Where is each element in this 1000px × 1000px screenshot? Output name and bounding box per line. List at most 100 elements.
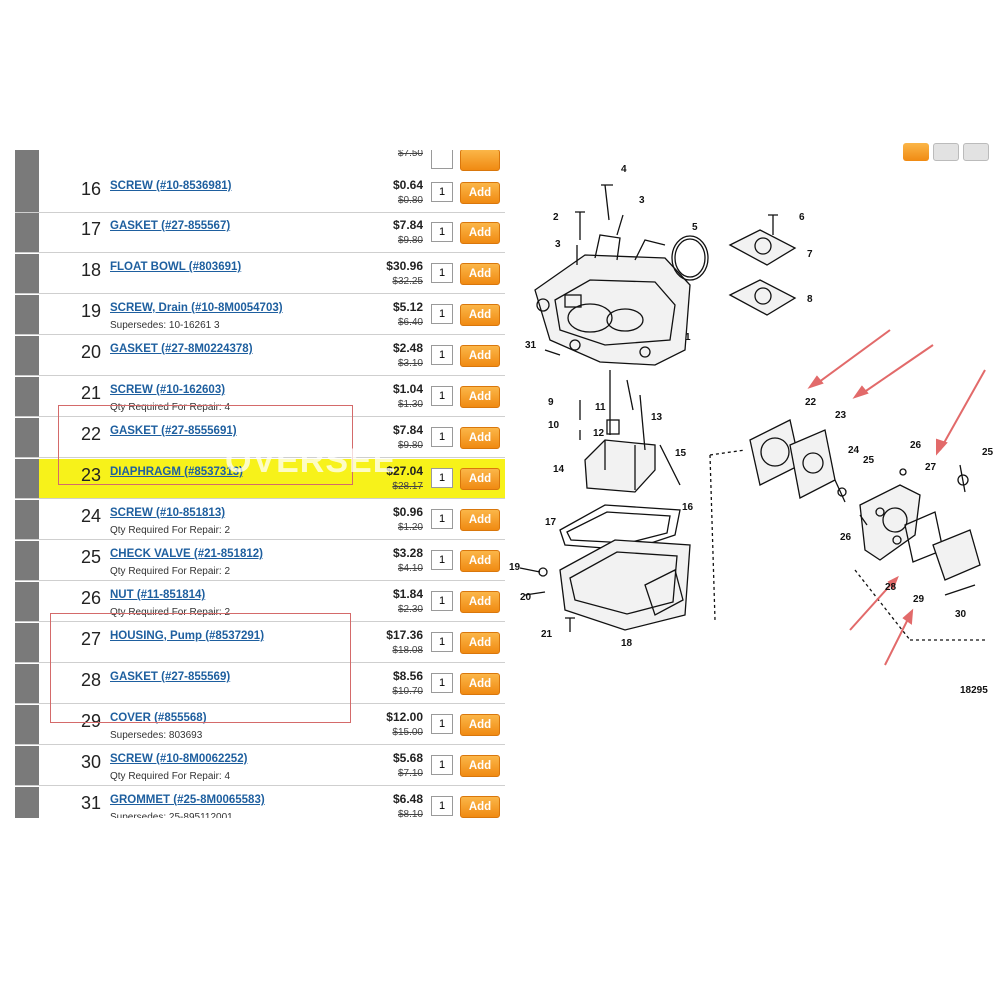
- add-button[interactable]: Add: [460, 796, 500, 818]
- callout-label: 7: [807, 249, 813, 260]
- row-stripe: [15, 336, 39, 375]
- part-link[interactable]: GROMMET (#25-8M0065583): [110, 794, 265, 806]
- add-button[interactable]: Add: [460, 673, 500, 695]
- sale-price: $2.48: [392, 341, 423, 355]
- list-price: $0.80: [397, 195, 423, 206]
- row-stripe: [15, 582, 39, 621]
- add-button[interactable]: Add: [460, 550, 500, 572]
- sale-price: $8.56: [392, 669, 423, 683]
- callout-label: 26: [840, 532, 852, 543]
- callout-label: 19: [509, 562, 521, 573]
- callout-label: 23: [835, 410, 847, 421]
- sale-price: $6.48: [392, 792, 423, 806]
- quantity-input[interactable]: [431, 509, 453, 529]
- add-button[interactable]: [460, 150, 500, 171]
- part-link[interactable]: CHECK VALVE (#21-851812): [110, 548, 263, 560]
- callout-label: 12: [593, 428, 605, 439]
- part-note: Supersedes: 10-16261 3: [110, 320, 220, 331]
- quantity-input[interactable]: [431, 427, 453, 447]
- add-button[interactable]: Add: [460, 386, 500, 408]
- callout-label: 24: [848, 445, 860, 456]
- quantity-input[interactable]: [431, 550, 453, 570]
- quantity-input[interactable]: [431, 632, 453, 652]
- list-price: $7.50: [397, 150, 423, 159]
- part-link[interactable]: GASKET (#27-855567): [110, 220, 231, 232]
- add-button[interactable]: Add: [460, 427, 500, 449]
- part-link[interactable]: HOUSING, Pump (#8537291): [110, 630, 265, 642]
- quantity-input[interactable]: [431, 150, 453, 169]
- add-button[interactable]: Add: [460, 304, 500, 326]
- part-number: 20: [80, 342, 101, 362]
- quantity-input[interactable]: [431, 182, 453, 202]
- quantity-input[interactable]: [431, 673, 453, 693]
- part-number: 16: [80, 179, 101, 199]
- part-link[interactable]: SCREW, Drain (#10-8M0054703): [110, 302, 283, 314]
- part-link[interactable]: FLOAT BOWL (#803691): [110, 261, 242, 273]
- quantity-input[interactable]: [431, 796, 453, 816]
- callout-label: 9: [548, 397, 554, 408]
- add-button[interactable]: Add: [460, 714, 500, 736]
- quantity-input[interactable]: [431, 386, 453, 406]
- add-button[interactable]: Add: [460, 468, 500, 490]
- part-link[interactable]: COVER (#855568): [110, 712, 207, 724]
- part-link[interactable]: GASKET (#27-8555691): [110, 425, 237, 437]
- sale-price: $1.04: [392, 382, 423, 396]
- price-block: $7.84$9.80: [365, 218, 423, 246]
- price-block: $12.00$15.00: [365, 710, 423, 738]
- callout-label: 11: [595, 402, 606, 413]
- callout-label: 21: [541, 629, 553, 640]
- part-link[interactable]: SCREW (#10-162603): [110, 384, 226, 396]
- part-number: 23: [80, 465, 101, 485]
- callout-label: 14: [553, 464, 565, 475]
- add-button[interactable]: Add: [460, 632, 500, 654]
- part-number: 21: [80, 383, 101, 403]
- highlight-box-22-23: [58, 405, 353, 485]
- price-block: $5.68$7.10: [365, 751, 423, 779]
- search-icon[interactable]: [933, 143, 959, 161]
- list-price: $18.08: [392, 645, 423, 656]
- watermark: OVERSEE: [225, 442, 397, 480]
- callout-label: 13: [651, 412, 663, 423]
- sale-price: $5.12: [392, 300, 423, 314]
- callout-label: 28: [885, 582, 897, 593]
- quantity-input[interactable]: [431, 345, 453, 365]
- add-button[interactable]: Add: [460, 182, 500, 204]
- add-button[interactable]: Add: [460, 345, 500, 367]
- price-block: $3.28$4.10: [365, 546, 423, 574]
- zoom-icon[interactable]: [963, 143, 989, 161]
- callout-label: 3: [555, 239, 561, 250]
- sale-price: $3.28: [392, 546, 423, 560]
- quantity-input[interactable]: [431, 222, 453, 242]
- quantity-input[interactable]: [431, 714, 453, 734]
- add-button[interactable]: Add: [460, 263, 500, 285]
- sale-price: $5.68: [392, 751, 423, 765]
- part-link[interactable]: SCREW (#10-851813): [110, 507, 226, 519]
- add-button[interactable]: Add: [460, 509, 500, 531]
- quantity-input[interactable]: [431, 304, 453, 324]
- row-stripe: [15, 746, 39, 785]
- list-price: $9.80: [397, 440, 423, 451]
- add-button[interactable]: Add: [460, 591, 500, 613]
- part-link[interactable]: SCREW (#10-8M0062252): [110, 753, 248, 765]
- cart-icon[interactable]: [903, 143, 929, 161]
- part-link[interactable]: NUT (#11-851814): [110, 589, 206, 601]
- part-link[interactable]: DIAPHRAGM (#8537313): [110, 466, 243, 478]
- quantity-input[interactable]: [431, 755, 453, 775]
- price-block: $17.36$18.08: [365, 628, 423, 656]
- callout-label: 17: [545, 517, 557, 528]
- part-link[interactable]: GASKET (#27-8M0224378): [110, 343, 253, 355]
- quantity-input[interactable]: [431, 263, 453, 283]
- row-stripe: [15, 459, 39, 498]
- quantity-input[interactable]: [431, 591, 453, 611]
- add-button[interactable]: Add: [460, 755, 500, 777]
- add-button[interactable]: Add: [460, 222, 500, 244]
- quantity-input[interactable]: [431, 468, 453, 488]
- part-link[interactable]: GASKET (#27-855569): [110, 671, 231, 683]
- part-link[interactable]: SCREW (#10-8536981): [110, 180, 232, 192]
